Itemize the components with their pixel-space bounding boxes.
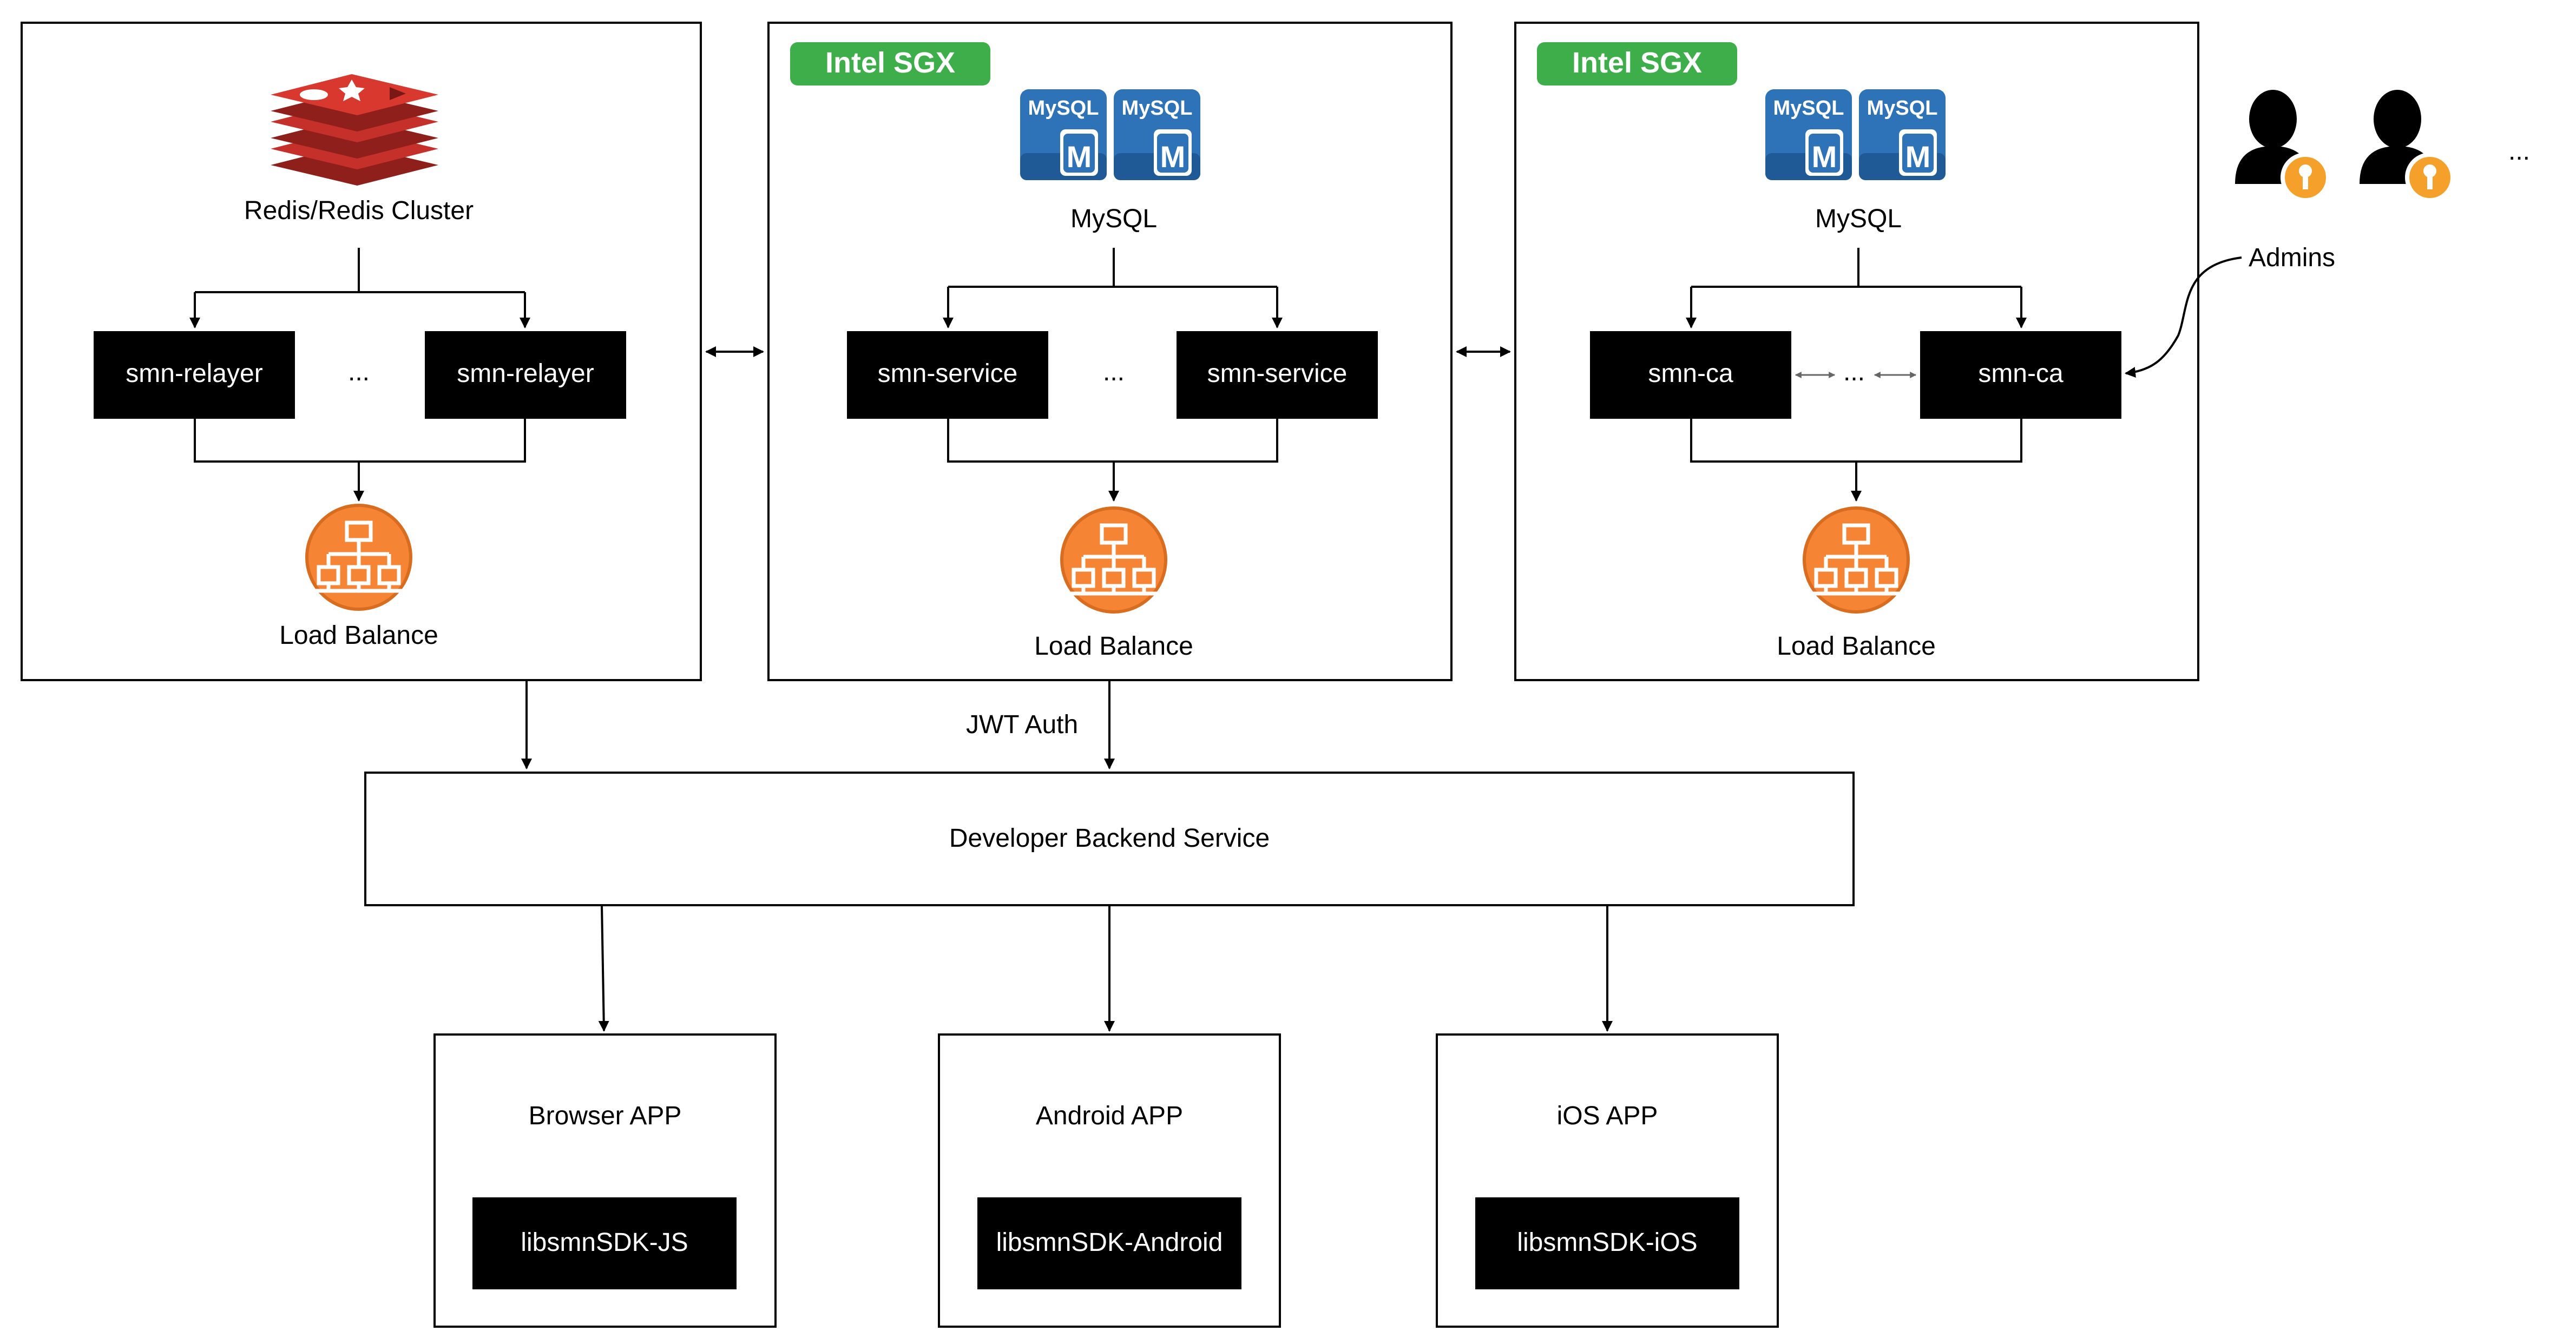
ca-node-right: smn-ca xyxy=(1920,331,2121,419)
edge-relayer-lb xyxy=(194,419,526,500)
android-sdk: libsmnSDK-Android xyxy=(996,1228,1223,1257)
admin-user-icon xyxy=(2360,90,2453,200)
ios-sdk: libsmnSDK-iOS xyxy=(1517,1228,1697,1257)
relayer-ellipsis: ... xyxy=(348,358,370,386)
service-lb-label: Load Balance xyxy=(1034,632,1193,661)
edge-service-lb xyxy=(947,419,1278,500)
service-ellipsis: ... xyxy=(1103,358,1125,386)
developer-backend-service: Developer Backend Service xyxy=(364,772,1855,906)
ca-mysql-icon: MySQL MySQL xyxy=(1765,89,1946,180)
edge-ca-lb xyxy=(1690,419,2022,500)
ca-sgx-badge: Intel SGX xyxy=(1537,42,1737,85)
mysql-brand: MySQL xyxy=(1867,97,1938,120)
service-sgx-badge: Intel SGX xyxy=(790,42,990,85)
edge-admins-ca xyxy=(2125,256,2242,378)
ca-lb-label: Load Balance xyxy=(1777,632,1936,661)
admins-ellipsis: ... xyxy=(2508,137,2530,166)
svg-text:Intel SGX: Intel SGX xyxy=(825,47,955,79)
svg-text:smn-ca: smn-ca xyxy=(1978,359,2064,388)
admins-label: Admins xyxy=(2249,243,2335,272)
browser-app-title: Browser APP xyxy=(529,1102,682,1130)
ios-app: iOS APP libsmnSDK-iOS xyxy=(1436,1033,1779,1328)
service-node-right: smn-service xyxy=(1177,331,1378,419)
svg-text:smn-relayer: smn-relayer xyxy=(126,359,262,388)
admin-user-icon xyxy=(2235,90,2328,200)
svg-text:smn-service: smn-service xyxy=(1207,359,1348,388)
browser-sdk: libsmnSDK-JS xyxy=(521,1228,688,1257)
browser-app: Browser APP libsmnSDK-JS xyxy=(433,1033,777,1328)
android-app-title: Android APP xyxy=(1036,1102,1183,1130)
ca-lb-icon xyxy=(1804,508,1908,612)
svg-text:smn-relayer: smn-relayer xyxy=(457,359,594,388)
service-mysql-icon: MySQL MySQL xyxy=(1020,89,1200,180)
service-db-label: MySQL xyxy=(1070,205,1157,233)
ca-ellipsis: ... xyxy=(1843,358,1865,386)
ca-node-left: smn-ca xyxy=(1590,331,1791,419)
edge-redis-split xyxy=(195,248,525,327)
ios-app-title: iOS APP xyxy=(1557,1102,1658,1130)
service-lb-icon xyxy=(1062,508,1166,612)
relayer-node-left: smn-relayer xyxy=(94,331,295,419)
svg-text:Intel SGX: Intel SGX xyxy=(1572,47,1702,79)
relayer-lb-icon xyxy=(307,505,411,609)
svg-text:smn-ca: smn-ca xyxy=(1648,359,1733,388)
svg-text:smn-service: smn-service xyxy=(878,359,1018,388)
edge-backend-browser xyxy=(598,905,609,1032)
mysql-brand: MySQL xyxy=(1028,97,1099,120)
service-node-left: smn-service xyxy=(847,331,1048,419)
android-app: Android APP libsmnSDK-Android xyxy=(938,1033,1281,1328)
mysql-brand: MySQL xyxy=(1773,97,1844,120)
jwt-auth-label: JWT Auth xyxy=(966,710,1078,739)
edge-ca-mysql-split xyxy=(1691,248,2021,327)
relayer-lb-label: Load Balance xyxy=(279,621,438,650)
svg-text:Developer Backend Service: Developer Backend Service xyxy=(949,824,1270,853)
ca-db-label: MySQL xyxy=(1815,205,1902,233)
redis-label: Redis/Redis Cluster xyxy=(244,196,474,225)
mysql-brand: MySQL xyxy=(1122,97,1193,120)
relayer-node-right: smn-relayer xyxy=(425,331,626,419)
edge-mysql-split xyxy=(948,248,1277,327)
